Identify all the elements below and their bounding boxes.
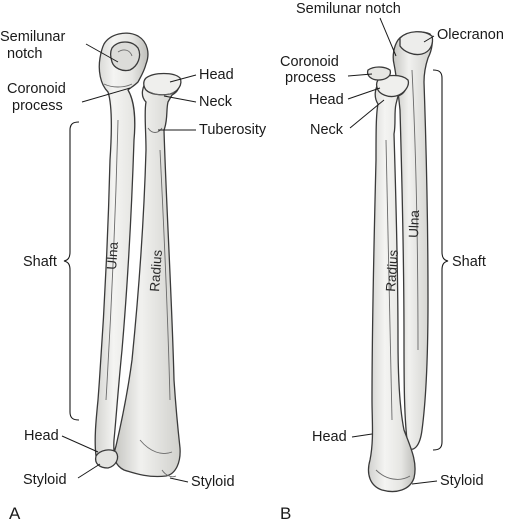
label-coronoid-b-line2: process xyxy=(285,70,336,86)
label-olecranon-b: Olecranon xyxy=(437,27,504,43)
label-head-b-bottom: Head xyxy=(312,429,347,445)
panel-b: Radius Ulna Semilunar notch Olecranon Co… xyxy=(280,1,504,523)
label-head-b-top: Head xyxy=(309,92,344,108)
radius-head-b xyxy=(375,74,410,98)
radius-bone-b xyxy=(367,76,416,493)
panel-letter-a: A xyxy=(9,504,21,523)
label-neck-a: Neck xyxy=(199,94,233,110)
coronoid-process-b xyxy=(366,66,392,81)
bone-name-radius-a: Radius xyxy=(147,249,165,292)
bone-name-ulna-a: Ulna xyxy=(104,241,121,270)
label-semilunar-notch-b: Semilunar notch xyxy=(296,1,401,17)
radius-bone-a xyxy=(113,74,181,478)
label-neck-b: Neck xyxy=(310,122,344,138)
shaft-brace-b xyxy=(432,69,449,451)
label-styloid-b: Styloid xyxy=(440,473,484,489)
bone-name-radius-b: Radius xyxy=(383,249,401,292)
label-semilunar-a-line1: Semilunar xyxy=(0,29,65,45)
label-styloid-a-left: Styloid xyxy=(23,472,67,488)
radius-head-a xyxy=(143,72,182,96)
label-head-a-bottom: Head xyxy=(24,428,59,444)
label-tuberosity-a: Tuberosity xyxy=(199,122,267,138)
olecranon-b xyxy=(399,31,434,56)
semilunar-notch-a xyxy=(109,41,141,72)
label-shaft-a: Shaft xyxy=(23,254,57,270)
ulna-bone-b xyxy=(392,31,433,450)
panel-a: Ulna Radius Semilunar notch Coronoid pro… xyxy=(0,29,267,523)
label-coronoid-a-line2: process xyxy=(12,98,63,114)
label-coronoid-a-line1: Coronoid xyxy=(7,81,66,97)
panel-letter-b: B xyxy=(280,504,291,523)
label-head-a-top: Head xyxy=(199,67,234,83)
label-coronoid-b-line1: Coronoid xyxy=(280,54,339,70)
label-semilunar-a-line2: notch xyxy=(7,46,42,62)
label-shaft-b: Shaft xyxy=(452,254,486,270)
shaft-brace-a xyxy=(63,121,80,421)
label-styloid-a-right: Styloid xyxy=(191,474,235,490)
bone-name-ulna-b: Ulna xyxy=(406,209,422,238)
